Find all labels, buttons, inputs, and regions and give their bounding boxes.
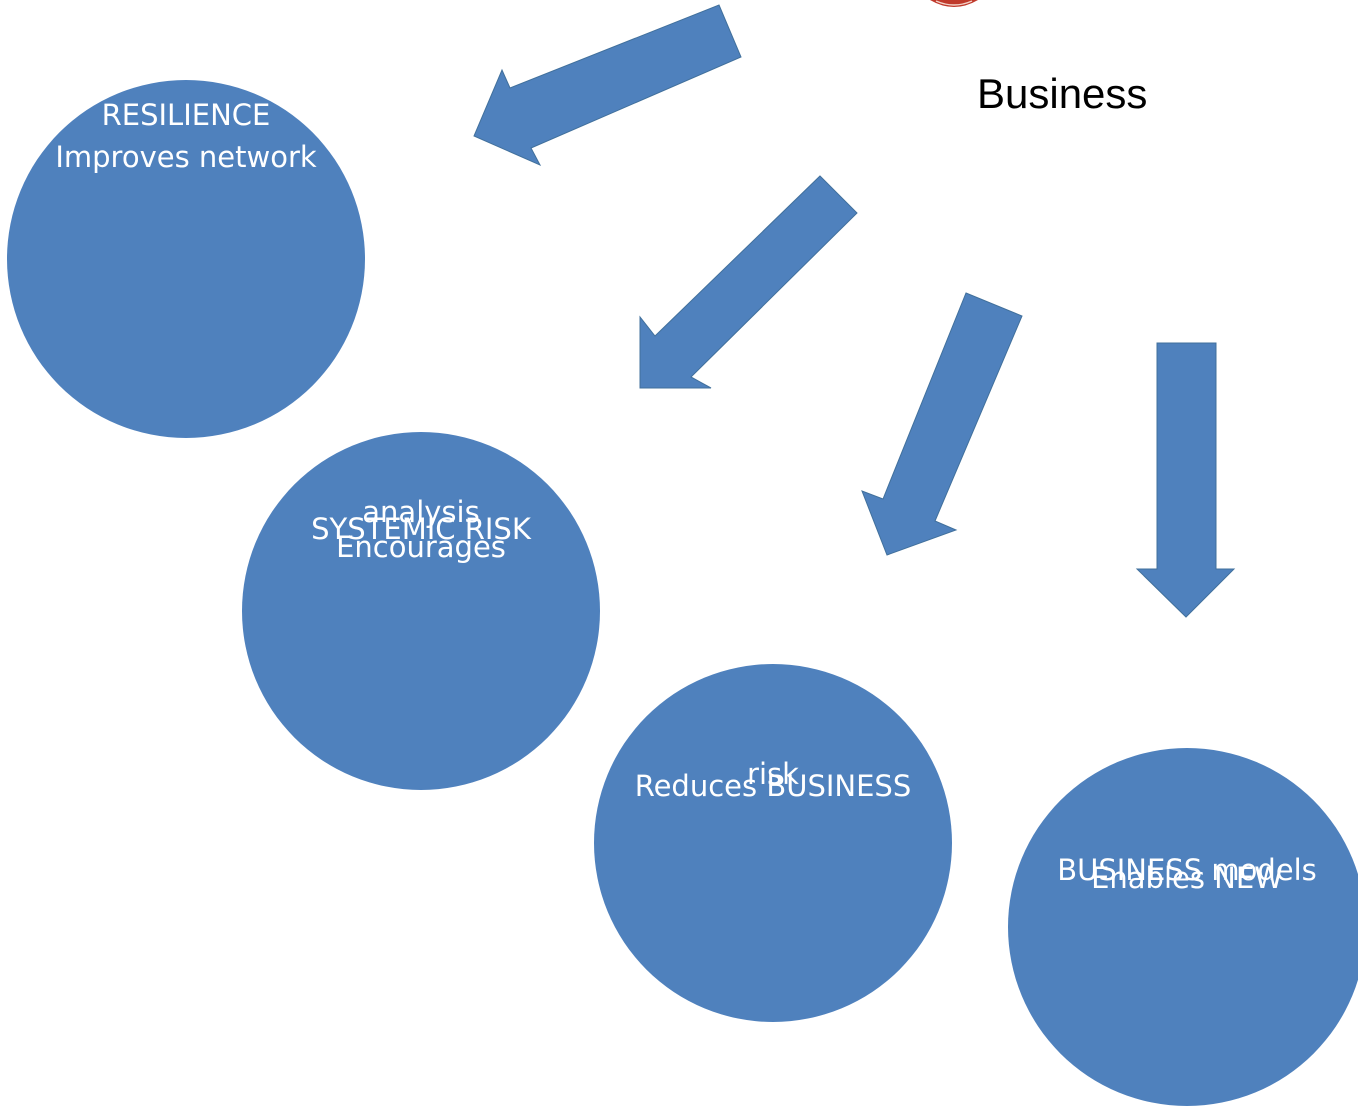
- circle-label-line: SYSTEMIC RISK: [311, 512, 531, 547]
- circle-improves-resilience: Improves network RESILIENCE: [7, 80, 365, 438]
- circle-label-line: Reduces BUSINESS: [634, 769, 912, 803]
- circle-label-line: analysis: [362, 494, 480, 529]
- circle-label-line: Enables NEW: [1091, 860, 1283, 895]
- circle-label-line: Encourages: [336, 529, 506, 564]
- arrow-to-systemic-risk: [639, 175, 858, 389]
- arrow-to-new-models: [1135, 342, 1236, 618]
- circle-systemic-risk: Encourages SYSTEMIC RISK analysis: [242, 432, 600, 790]
- arrow-to-business-risk: [861, 292, 1023, 556]
- arrow-to-resilience: [473, 4, 742, 167]
- circle-business-risk: Reduces BUSINESS risk: [594, 664, 952, 1022]
- circle-label-line: Improves network: [55, 140, 317, 174]
- circle-label-line: risk: [747, 756, 799, 791]
- business-label: Business: [977, 70, 1148, 117]
- circle-label-line: RESILIENCE: [101, 97, 271, 132]
- logo-fragment-icon: [930, 0, 978, 7]
- circle-new-business-models: Enables NEW BUSINESS models: [1008, 748, 1358, 1106]
- circle-label-line: BUSINESS models: [1057, 853, 1317, 888]
